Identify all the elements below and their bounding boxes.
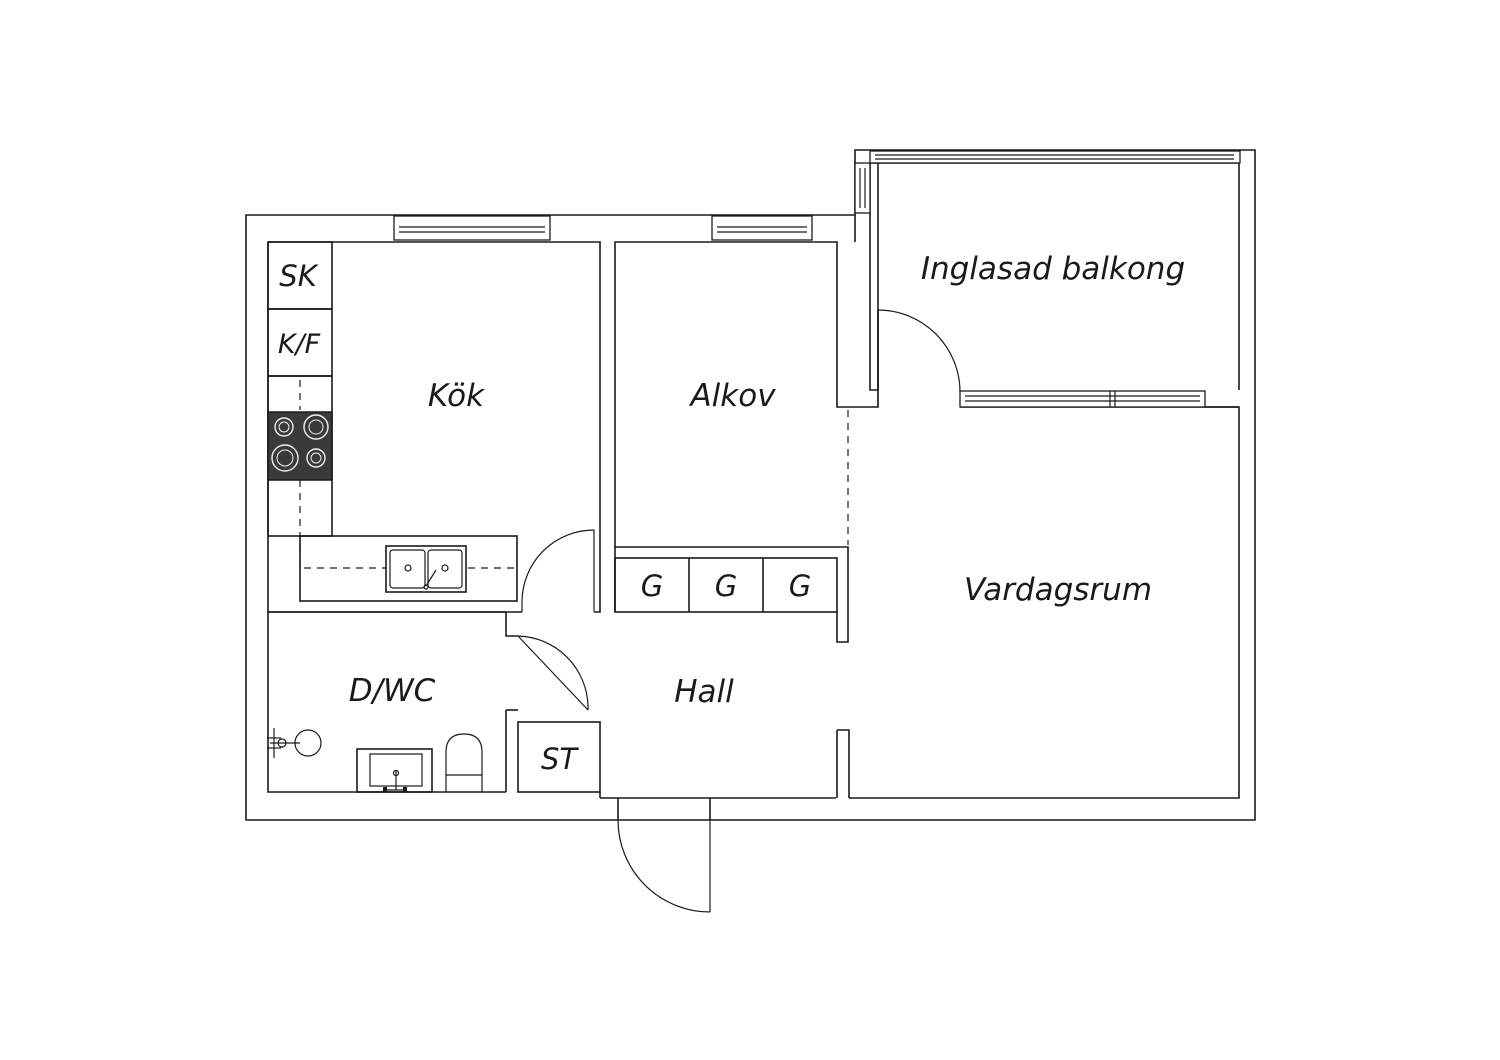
entrance-door — [617, 819, 711, 913]
doors — [517, 309, 961, 913]
label-fridge-freezer: K/F — [278, 329, 321, 360]
label-hall: Hall — [674, 674, 734, 710]
label-wardrobe-2: G — [715, 569, 737, 603]
bathroom-fixtures — [267, 728, 483, 793]
windows — [393, 150, 1241, 408]
wardrobes — [614, 557, 838, 613]
bathroom-walls — [268, 611, 518, 792]
balcony-side-window — [854, 162, 871, 214]
label-storage: ST — [541, 742, 579, 776]
label-living-room: Vardagsrum — [964, 572, 1152, 608]
label-wardrobe-3: G — [789, 569, 811, 603]
label-wardrobe-1: G — [641, 569, 663, 603]
kitchen-counter-bottom — [299, 535, 518, 602]
washbasin — [356, 748, 433, 793]
alcove-window — [711, 215, 813, 241]
label-freezer: SK — [279, 259, 318, 293]
shower — [267, 728, 322, 758]
label-alcove: Alkov — [688, 378, 776, 414]
kitchen-sink — [385, 545, 467, 593]
balcony-top-window — [869, 150, 1241, 164]
balcony-door — [877, 309, 961, 407]
label-glazed-balcony: Inglasad balkong — [921, 251, 1185, 287]
label-kitchen: Kök — [428, 378, 485, 414]
toilet — [445, 733, 483, 792]
kitchen-fixtures — [267, 241, 518, 602]
label-bathroom: D/WC — [349, 673, 436, 709]
bathroom-door — [517, 635, 589, 711]
storage-closet — [517, 721, 601, 793]
living-window — [959, 390, 1206, 408]
kitchen-window — [393, 215, 551, 241]
stove — [267, 411, 333, 481]
kitchen-door — [521, 529, 595, 612]
